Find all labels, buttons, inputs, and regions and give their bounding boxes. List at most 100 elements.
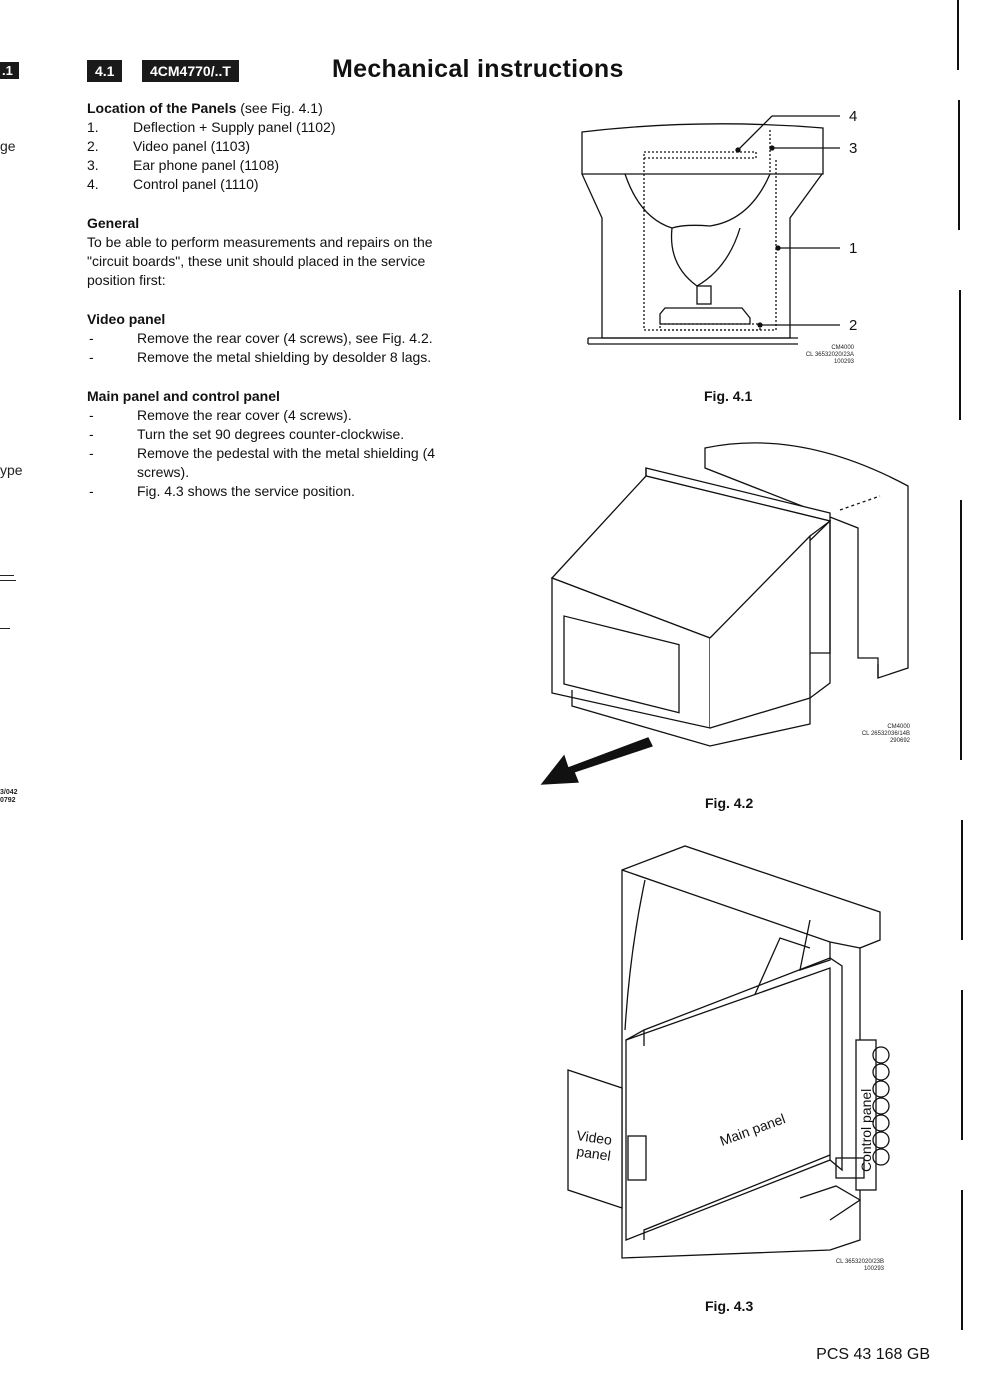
rear-cover (704, 442, 909, 679)
list-dash: - (89, 349, 94, 365)
callout-line-4 (737, 115, 773, 151)
control-knob-icon (872, 1080, 890, 1098)
list-item: - Remove the pedestal with the metal shie… (87, 444, 487, 482)
scan-edge-line (959, 290, 961, 420)
video-panel-steps: - Remove the rear cover (4 screws), see F… (87, 329, 487, 367)
list-number: 1. (87, 119, 99, 135)
fig-4-2-caption: Fig. 4.2 (705, 795, 754, 811)
section-badge: 4.1 (87, 60, 123, 82)
list-number: 3. (87, 157, 99, 173)
document-code: PCS 43 168 GB (816, 1346, 930, 1363)
fig-4-3-code: CL 36532020/23B 100293 (800, 1259, 884, 1273)
video-panel-board (567, 1069, 623, 1209)
fig-code-line: CL 26532036/14B (861, 731, 910, 737)
list-text: Fig. 4.3 shows the service position. (137, 483, 355, 499)
list-item: - Remove the metal shielding by desolder … (87, 348, 487, 367)
list-dash: - (89, 483, 94, 499)
list-item: 3. Ear phone panel (1108) (87, 156, 487, 175)
list-text: Deflection + Supply panel (1102) (133, 119, 336, 135)
location-heading: Location of the Panels (see Fig. 4.1) (87, 99, 487, 118)
control-knob-icon (872, 1114, 890, 1132)
model-badge: 4CM4770/..T (142, 60, 239, 82)
scan-edge-line (958, 100, 960, 230)
scan-edge-line (961, 1190, 963, 1330)
fig-4-1-diagram: 4 3 1 2 (581, 108, 857, 345)
list-text: Remove the metal shielding by desolder 8… (137, 349, 432, 365)
control-knob-icon (872, 1046, 890, 1064)
control-panel-outline (643, 151, 757, 159)
scan-edge-line (960, 500, 962, 760)
fig-code-line: CL 36532020/23A (805, 352, 854, 358)
video-panel-heading: Video panel (87, 311, 166, 327)
fragment-code-line: 0792 (0, 797, 16, 804)
main-panel-board (625, 967, 831, 1241)
scan-edge-line (961, 820, 963, 940)
callout-label-3: 3 (849, 140, 857, 157)
crt-cone (624, 173, 771, 229)
fig-4-3-diagram: Video panel Main panel Control panel (567, 845, 890, 1259)
left-fragment-line (0, 580, 16, 581)
list-item: 4. Control panel (1110) (87, 175, 487, 194)
list-dash: - (89, 426, 94, 442)
list-dash: - (89, 330, 94, 346)
general-text: To be able to perform measurements and r… (87, 234, 433, 288)
callout-label-2: 2 (849, 317, 857, 334)
left-fragment-ge: ge (0, 138, 16, 154)
left-fragment-section: .1 (0, 62, 19, 79)
video-panel-label-2: panel (576, 1143, 612, 1164)
location-heading-ref: (see Fig. 4.1) (240, 100, 323, 116)
list-text: Remove the rear cover (4 screws), see Fi… (137, 330, 433, 346)
list-number: 2. (87, 138, 99, 154)
tv-body-back (709, 534, 811, 729)
crt-screen-front (581, 123, 824, 175)
control-panel-label: Control panel (858, 1089, 874, 1172)
list-item: - Remove the rear cover (4 screws), see F… (87, 329, 487, 348)
list-text: Ear phone panel (1108) (133, 157, 280, 173)
list-text: Video panel (1103) (133, 138, 251, 154)
list-item: -Remove the rear cover (4 screws). (87, 406, 487, 425)
control-knob-icon (872, 1063, 890, 1081)
fig-4-2-code: CM4000 CL 26532036/14B 290692 (820, 724, 910, 745)
control-knob-icon (872, 1131, 890, 1149)
list-number: 4. (87, 176, 99, 192)
page-title: Mechanical instructions (332, 55, 624, 83)
control-panel-board (855, 1039, 877, 1191)
list-text: Remove the pedestal with the metal shiel… (137, 445, 436, 480)
cabinet-outline (581, 173, 823, 339)
fragment-section-badge: .1 (0, 62, 19, 79)
video-panel-label: Video (576, 1127, 614, 1148)
crt-neck-bulb (670, 227, 741, 287)
list-dash: - (89, 407, 94, 423)
scan-edge-line (961, 990, 963, 1140)
fig-code-line: CM4000 (887, 724, 910, 730)
tv-side-panel (563, 615, 680, 714)
scan-edge-line (957, 0, 959, 70)
fig-4-2-diagram (540, 442, 909, 785)
left-fragment-ype: ype (0, 462, 23, 478)
fig-code-line: 100293 (833, 359, 854, 365)
left-fragment-code: 3/042 0792 (0, 789, 18, 805)
location-heading-text: Location of the Panels (87, 100, 237, 116)
fragment-code-line: 3/042 (0, 789, 18, 796)
fig-code-line: 290692 (889, 738, 910, 744)
main-panel-heading: Main panel and control panel (87, 388, 280, 404)
list-text: Turn the set 90 degrees counter-clockwis… (137, 426, 405, 442)
fig-4-1-caption: Fig. 4.1 (704, 388, 753, 404)
list-item: - Fig. 4.3 shows the service position. (87, 482, 487, 501)
list-item: - Turn the set 90 degrees counter-clockwi… (87, 425, 487, 444)
left-fragment-line (0, 575, 14, 576)
video-connector (627, 1135, 647, 1181)
left-fragment-line (0, 628, 10, 629)
list-text: Control panel (1110) (133, 176, 259, 192)
list-dash: - (89, 445, 94, 461)
instructions-column: Location of the Panels (see Fig. 4.1) 1.… (87, 99, 487, 501)
list-item: 1. Deflection + Supply panel (1102) (87, 118, 487, 137)
callout-label-4: 4 (849, 108, 857, 125)
tv-pedestal (571, 690, 811, 747)
fig-code-line: CL 36532020/23B (835, 1259, 884, 1265)
list-item: 2. Video panel (1103) (87, 137, 487, 156)
control-knob-icon (872, 1148, 890, 1166)
video-panel-shape (659, 307, 751, 325)
general-heading: General (87, 215, 140, 231)
panel-list: 1. Deflection + Supply panel (1102) 2. Vid… (87, 118, 487, 194)
